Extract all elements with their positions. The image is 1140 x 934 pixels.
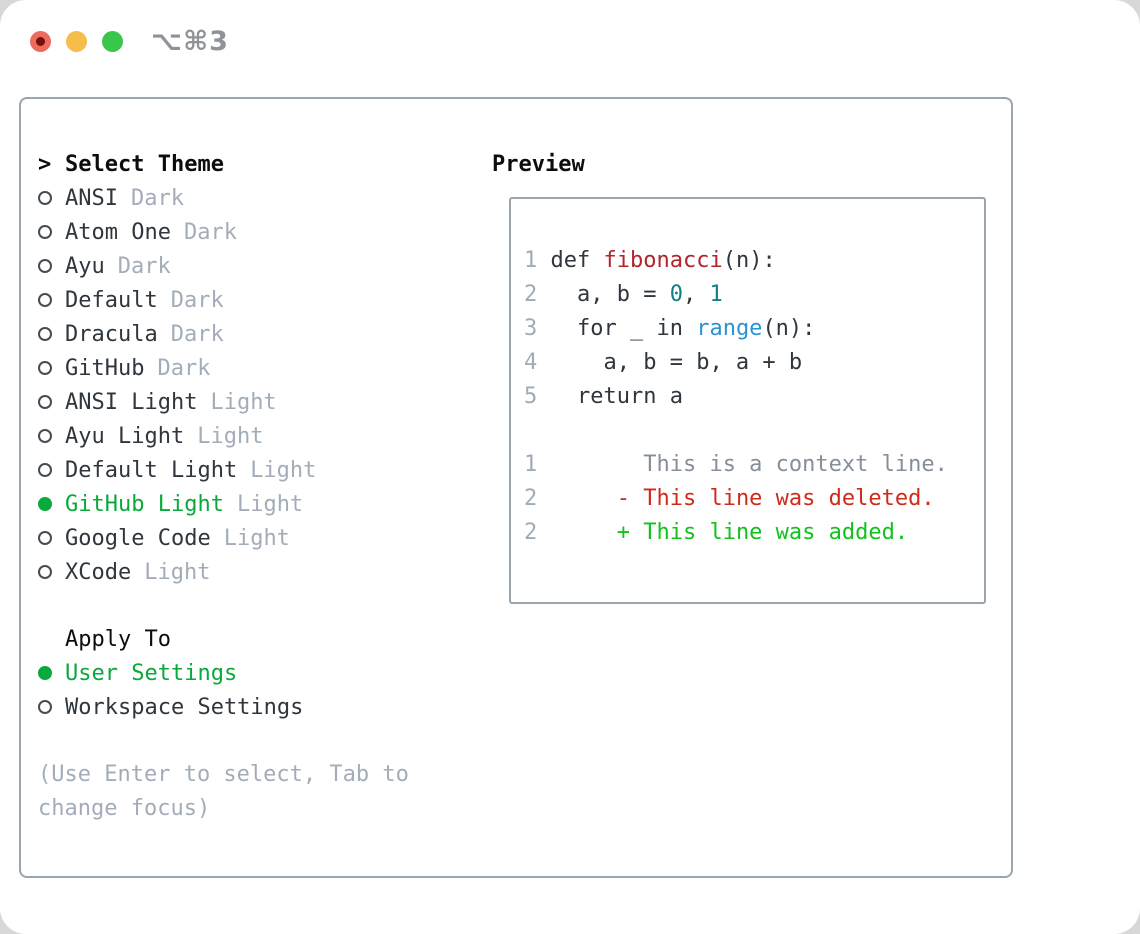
- theme-item-label: Default: [65, 287, 158, 313]
- theme-item-dracula[interactable]: Dracula Dark: [38, 317, 492, 351]
- preview-code-line: 2 - This line was deleted.: [524, 486, 935, 511]
- preview-code-line: 3 for _ in range(n):: [524, 316, 816, 341]
- radio-icon: [38, 463, 52, 477]
- radio-icon: [38, 259, 52, 273]
- theme-item-google-code[interactable]: Google Code Light: [38, 521, 492, 555]
- theme-item-xcode[interactable]: XCode Light: [38, 555, 492, 589]
- theme-variant-label: Light: [223, 525, 290, 551]
- theme-variant-label: Dark: [183, 219, 237, 245]
- radio-icon: [38, 361, 52, 375]
- section-gap: [38, 724, 492, 758]
- preview-code-line: 5 return a: [524, 384, 683, 409]
- theme-item-ayu-light[interactable]: Ayu Light Light: [38, 419, 492, 453]
- theme-item-label: ANSI Light: [65, 389, 198, 415]
- theme-item-label: ANSI: [65, 185, 118, 211]
- apply-to-title: Apply To: [65, 626, 171, 652]
- theme-item-label: Dracula: [65, 321, 158, 347]
- select-theme-title: Select Theme: [65, 151, 224, 177]
- theme-item-label: Ayu: [65, 253, 105, 279]
- radio-icon: [38, 429, 52, 443]
- theme-variant-label: Light: [250, 457, 317, 483]
- theme-item-ansi-light[interactable]: ANSI Light Light: [38, 385, 492, 419]
- section-gap: [38, 589, 492, 622]
- maximize-button[interactable]: [102, 31, 123, 52]
- theme-variant-label: Dark: [170, 287, 224, 313]
- apply-option-workspace-settings[interactable]: Workspace Settings: [38, 690, 492, 724]
- apply-option-label: User Settings: [65, 660, 238, 686]
- focus-caret-icon: >: [38, 151, 52, 177]
- apply-to-header: Apply To: [38, 622, 492, 656]
- theme-item-label: Google Code: [65, 525, 211, 551]
- theme-item-label: Ayu Light: [65, 423, 185, 449]
- preview-title: Preview: [492, 151, 585, 177]
- titlebar: ⌥⌘3: [30, 26, 229, 57]
- preview-code-line: 1 This is a context line.: [524, 452, 948, 477]
- radio-icon: [38, 293, 52, 307]
- theme-item-ansi[interactable]: ANSI Dark: [38, 181, 492, 215]
- theme-variant-label: Light: [197, 423, 264, 449]
- preview-code-line: 1 def fibonacci(n):: [524, 248, 776, 273]
- radio-icon: [38, 565, 52, 579]
- apply-option-user-settings[interactable]: User Settings: [38, 656, 492, 690]
- theme-item-label: Default Light: [65, 457, 238, 483]
- keyboard-shortcut-label: ⌥⌘3: [151, 26, 229, 57]
- radio-icon: [38, 531, 52, 545]
- close-button[interactable]: [30, 31, 51, 52]
- preview-code-line: 4 a, b = b, a + b: [524, 350, 803, 375]
- theme-variant-label: Light: [236, 491, 304, 517]
- theme-item-label: GitHub: [65, 355, 145, 381]
- theme-variant-label: Light: [144, 559, 211, 585]
- theme-item-label: Atom One: [65, 219, 171, 245]
- minimize-button[interactable]: [66, 31, 87, 52]
- theme-variant-label: Light: [210, 389, 277, 415]
- radio-icon: [38, 191, 52, 205]
- select-theme-header: > Select Theme: [38, 147, 492, 181]
- preview-code-line: 2 a, b = 0, 1: [524, 282, 723, 307]
- theme-variant-label: Dark: [117, 253, 171, 279]
- radio-icon: [38, 700, 52, 714]
- preview-box: 1 def fibonacci(n): 2 a, b = 0, 1 3 for _ …: [509, 197, 986, 604]
- preview-panel: Preview 1 def fibonacci(n): 2 a, b = 0, 1…: [492, 147, 987, 876]
- close-button-dot-icon: [36, 37, 45, 46]
- theme-variant-label: Dark: [170, 321, 224, 347]
- theme-variant-label: Dark: [157, 355, 211, 381]
- hint-text: (Use Enter to select, Tab to change focu…: [38, 762, 409, 821]
- preview-blank-line: [524, 414, 976, 448]
- theme-item-label: XCode: [65, 559, 132, 585]
- apply-option-label: Workspace Settings: [65, 694, 304, 720]
- theme-item-ayu[interactable]: Ayu Dark: [38, 249, 492, 283]
- theme-item-github[interactable]: GitHub Dark: [38, 351, 492, 385]
- theme-item-default[interactable]: Default Dark: [38, 283, 492, 317]
- radio-icon: [38, 225, 52, 239]
- radio-icon: [38, 327, 52, 341]
- radio-selected-icon: [38, 666, 52, 680]
- theme-variant-label: Dark: [130, 185, 184, 211]
- theme-item-atom-one[interactable]: Atom One Dark: [38, 215, 492, 249]
- radio-icon: [38, 395, 52, 409]
- theme-item-label: GitHub Light: [65, 491, 224, 517]
- theme-item-default-light[interactable]: Default Light Light: [38, 453, 492, 487]
- theme-item-github-light[interactable]: GitHub Light Light: [38, 487, 492, 521]
- preview-code-line: 2 + This line was added.: [524, 520, 909, 545]
- radio-selected-icon: [38, 497, 52, 511]
